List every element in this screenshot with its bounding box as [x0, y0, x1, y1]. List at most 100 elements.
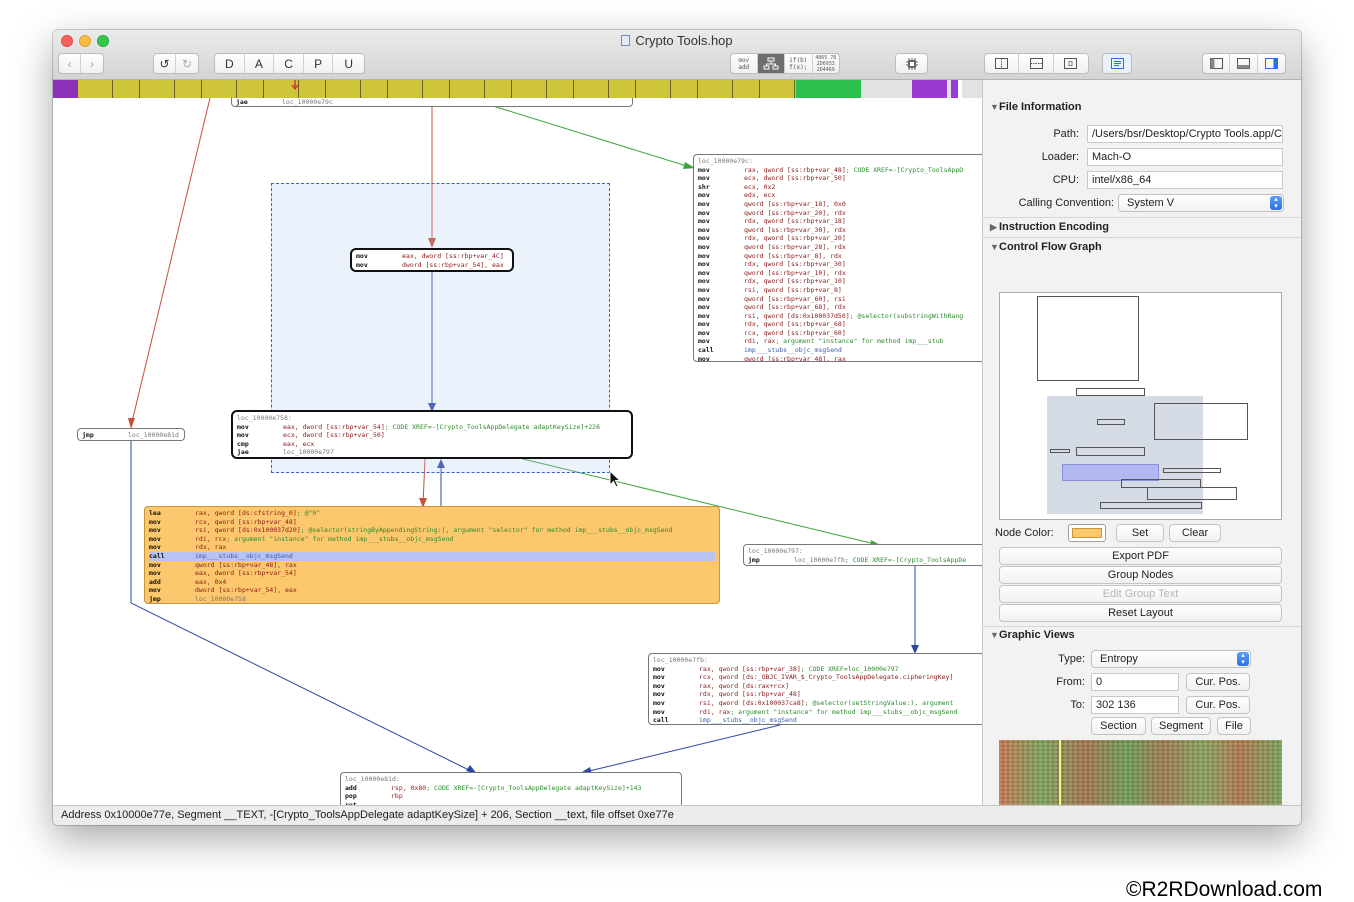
- mode-undefined-button[interactable]: U: [344, 56, 354, 71]
- to-field[interactable]: 302 136: [1091, 696, 1179, 714]
- nav-segment[interactable]: [77, 80, 796, 98]
- mode-procedure-button[interactable]: P: [304, 54, 334, 73]
- mode-ascii-button[interactable]: A: [245, 54, 275, 73]
- path-field[interactable]: /Users/bsr/Desktop/Crypto Tools.app/Cont…: [1087, 125, 1283, 143]
- undo-button[interactable]: ↺: [154, 54, 177, 73]
- split-horizontal-button[interactable]: [1019, 54, 1054, 73]
- loader-field[interactable]: Mach-O: [1087, 148, 1283, 166]
- nav-segment[interactable]: [958, 80, 963, 98]
- block-label[interactable]: loc_10000e758:: [237, 414, 292, 422]
- cfg-minimap[interactable]: [999, 292, 1282, 520]
- back-button[interactable]: ‹: [59, 54, 82, 73]
- export-pdf-button[interactable]: Export PDF: [999, 547, 1282, 565]
- nav-segment[interactable]: [912, 80, 948, 98]
- toggle-bottom-panel-button[interactable]: [1230, 54, 1258, 73]
- close-window-button[interactable]: [61, 35, 73, 47]
- assembly-view-button[interactable]: mov add: [731, 54, 758, 73]
- cpu-button[interactable]: [895, 53, 928, 74]
- cpu-field[interactable]: intel/x86_64: [1087, 171, 1283, 189]
- nav-segment[interactable]: [962, 80, 982, 98]
- section-button[interactable]: Section: [1091, 717, 1146, 735]
- from-field[interactable]: 0: [1091, 673, 1179, 691]
- block-label[interactable]: loc_10000e81d:: [345, 775, 400, 783]
- zoom-window-button[interactable]: [97, 35, 109, 47]
- node-color-well[interactable]: [1068, 524, 1106, 542]
- group-nodes-button[interactable]: Group Nodes: [999, 566, 1282, 584]
- block-label[interactable]: loc_10000e7fb:: [653, 656, 708, 664]
- segment-button[interactable]: Segment: [1151, 717, 1211, 735]
- mode-code-button[interactable]: C: [274, 54, 304, 73]
- forward-button[interactable]: ›: [90, 56, 94, 71]
- to-cur-pos-button[interactable]: Cur. Pos.: [1186, 696, 1250, 714]
- toggle-right-panel-button[interactable]: [1258, 54, 1285, 73]
- clear-color-button[interactable]: Clear: [1169, 524, 1221, 542]
- instruction-encoding-header[interactable]: ▶Instruction Encoding: [983, 221, 1301, 233]
- single-pane-button[interactable]: [1054, 54, 1088, 73]
- nav-segment[interactable]: [53, 80, 78, 98]
- block-label[interactable]: loc_10000e79c:: [698, 157, 753, 165]
- inspector-toggle-button[interactable]: [1102, 53, 1132, 74]
- redo-button[interactable]: ↻: [181, 56, 193, 71]
- control-flow-graph-header[interactable]: ▼Control Flow Graph: [983, 241, 1301, 253]
- toggle-left-panel-button[interactable]: [1203, 54, 1231, 73]
- segment-navigation-bar[interactable]: [53, 80, 982, 98]
- entropy-graph[interactable]: [999, 740, 1282, 805]
- instruction-line[interactable]: ret: [345, 801, 677, 805]
- file-information-header[interactable]: ▼File Information: [983, 101, 1301, 113]
- minimize-window-button[interactable]: [79, 35, 91, 47]
- set-color-button[interactable]: Set: [1116, 524, 1164, 542]
- calling-convention-popup[interactable]: System V▴▾: [1118, 194, 1284, 212]
